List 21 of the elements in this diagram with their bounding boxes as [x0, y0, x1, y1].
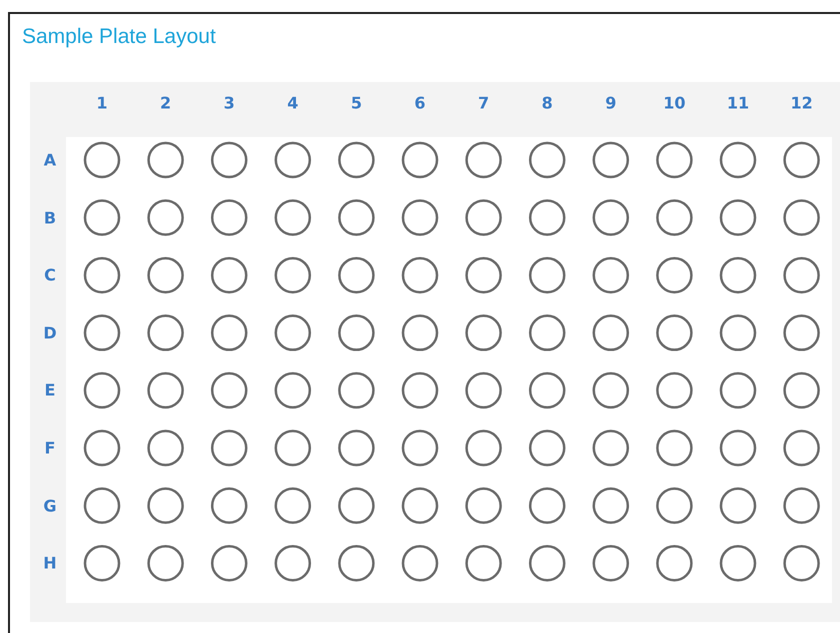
- column-number: 3: [224, 94, 235, 112]
- row-letter: F: [44, 438, 56, 458]
- row-letter: C: [44, 266, 56, 285]
- column-number: 1: [96, 94, 108, 112]
- row-letter: G: [43, 496, 57, 516]
- row-letter: B: [44, 208, 56, 228]
- column-number: 8: [542, 94, 553, 112]
- column-number: 12: [790, 94, 813, 112]
- title: Sample Plate Layout: [22, 25, 216, 49]
- row-letter: H: [43, 554, 57, 573]
- column-number: 9: [605, 94, 616, 112]
- row-letter: A: [44, 150, 56, 170]
- row-letter: E: [44, 380, 56, 400]
- column-number: 7: [478, 94, 490, 112]
- column-number: 11: [726, 94, 750, 112]
- column-number: 2: [160, 94, 172, 112]
- column-number: 5: [350, 94, 362, 112]
- column-number: 10: [663, 94, 686, 112]
- column-number: 4: [287, 94, 298, 112]
- column-number: 6: [414, 94, 426, 112]
- row-letter: D: [43, 323, 57, 342]
